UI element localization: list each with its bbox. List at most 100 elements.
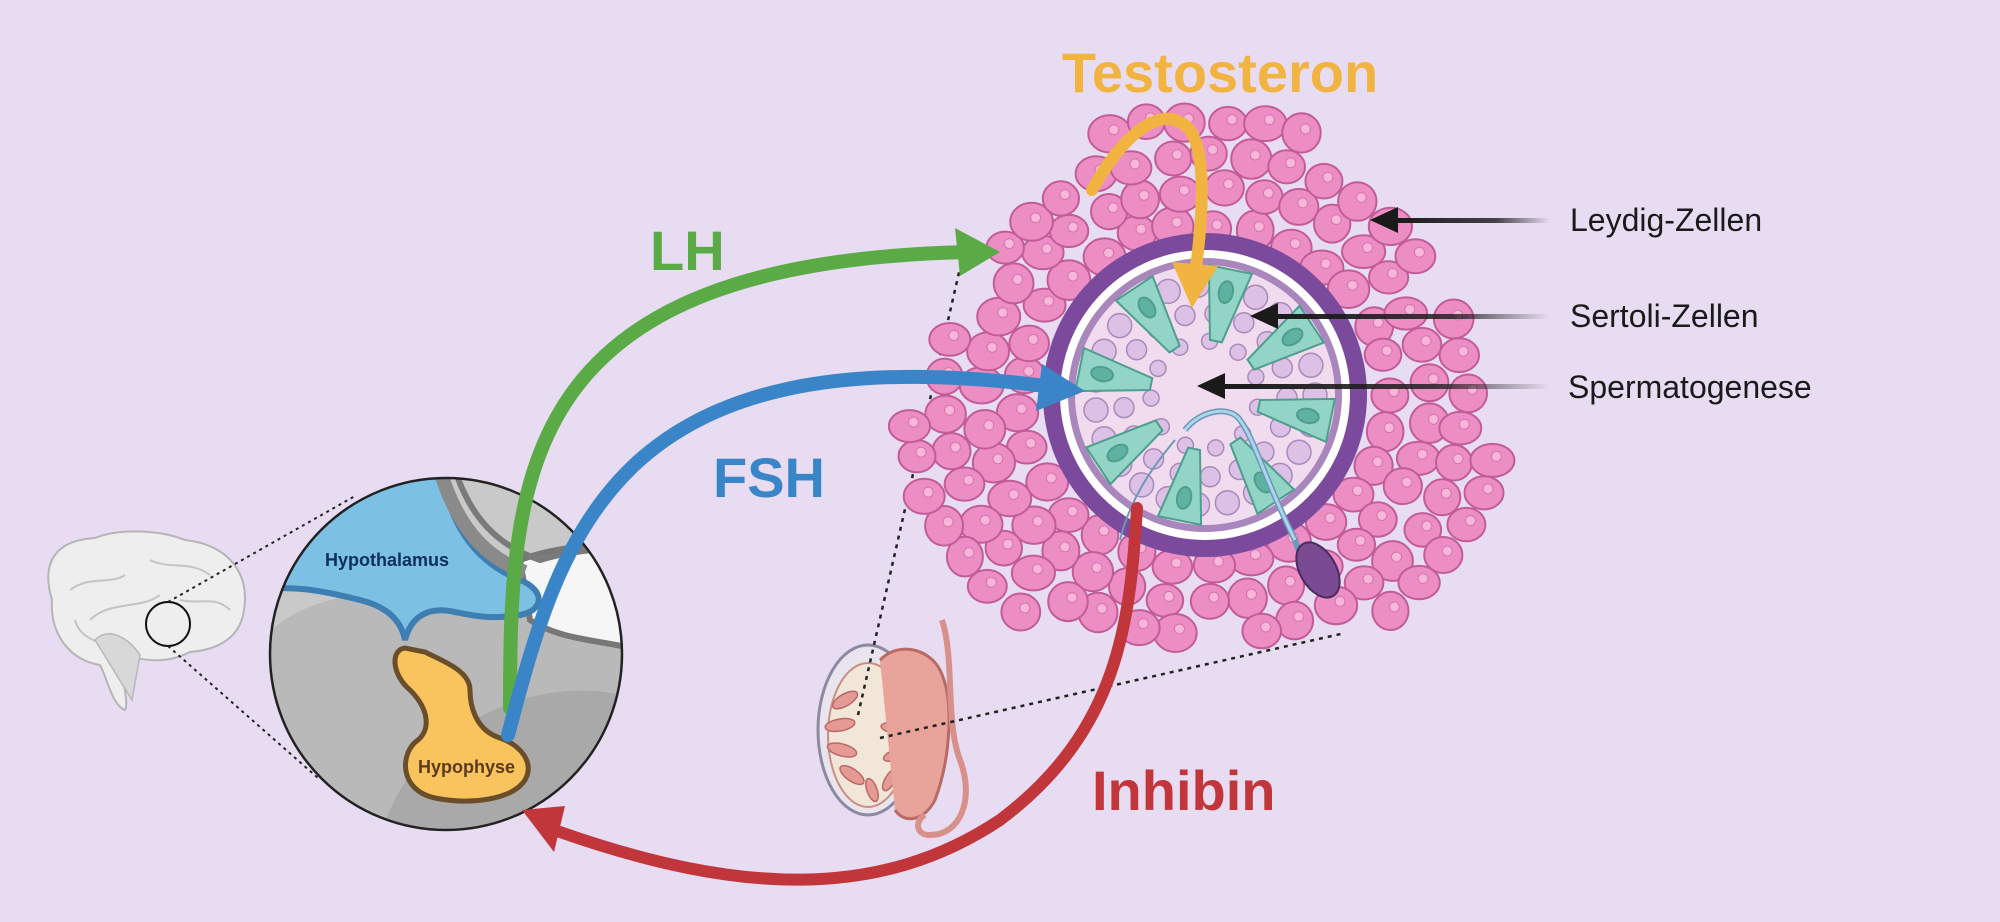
leydig-cell xyxy=(924,505,965,547)
leydig-cell-nucleus xyxy=(1211,219,1223,231)
leydig-cell xyxy=(1435,443,1473,482)
leydig-cell xyxy=(1267,149,1306,185)
leydig-cell xyxy=(1382,467,1423,506)
leydig-cell xyxy=(1022,287,1067,323)
germ-cell xyxy=(1083,397,1109,423)
leydig-cell-nucleus xyxy=(1067,221,1079,233)
leydig-cell xyxy=(1230,138,1273,180)
leydig-cell-nucleus xyxy=(1352,485,1363,497)
leydig-cell xyxy=(1009,201,1054,242)
brain-icon xyxy=(47,530,246,712)
leydig-cell xyxy=(1326,269,1371,310)
testosterone-arrow xyxy=(1086,112,1218,308)
leydig-cell-nucleus xyxy=(1129,158,1141,170)
leydig-cell xyxy=(1048,213,1090,249)
leydig-cell-nucleus xyxy=(1482,483,1494,495)
sertoli-pointer xyxy=(1250,303,1550,329)
leydig-cell-nucleus xyxy=(1262,187,1274,199)
sertoli-cells xyxy=(1073,263,1337,527)
leydig-cell-nucleus xyxy=(1002,538,1014,550)
leydig-cell xyxy=(1025,462,1070,502)
germ-cell xyxy=(1214,489,1241,516)
leydig-cell-nucleus xyxy=(908,416,919,428)
leydig-cell xyxy=(1008,324,1050,363)
leydig-cell-nucleus xyxy=(1355,192,1367,203)
leydig-cell-nucleus xyxy=(1226,114,1238,126)
leydig-cell-nucleus xyxy=(915,446,927,458)
leydig-cell xyxy=(1011,505,1057,545)
leydig-cell-nucleus xyxy=(1413,246,1425,258)
leydig-cell xyxy=(1241,612,1282,650)
leydig-cell xyxy=(1227,577,1268,619)
leydig-cell-nucleus xyxy=(1300,123,1311,135)
leydig-cell xyxy=(928,322,972,357)
leydig-cell xyxy=(1423,478,1462,517)
germ-cell xyxy=(1142,389,1160,407)
spermatogenesis-pointer xyxy=(1197,373,1550,399)
leydig-cell-nucleus xyxy=(922,486,934,498)
leydig-cell-nucleus xyxy=(1297,197,1309,209)
germ-cell xyxy=(1174,304,1196,327)
leydig-cell-nucleus xyxy=(1249,149,1261,161)
leydig-cell-nucleus xyxy=(997,307,1009,319)
leydig-cell-nucleus xyxy=(1096,603,1108,614)
leydig-cell xyxy=(966,568,1008,604)
leydig-cell-nucleus xyxy=(1391,551,1402,563)
leydig-cell xyxy=(1357,501,1398,538)
leydig-cell xyxy=(902,477,946,515)
leydig-cell-nucleus xyxy=(1293,611,1305,623)
leydig-cell-nucleus xyxy=(1330,214,1342,226)
leydig-pointer xyxy=(1370,207,1550,233)
leydig-cell xyxy=(1401,326,1443,363)
germ-cell xyxy=(1106,312,1133,339)
leydig-cell-nucleus xyxy=(1404,304,1416,315)
leydig-cell-nucleus xyxy=(1012,273,1024,285)
leydig-cell xyxy=(1463,475,1505,511)
leydig-cell-nucleus xyxy=(1388,601,1400,613)
leydig-cell-nucleus xyxy=(1059,189,1071,200)
testosterone-label: Testosteron xyxy=(1062,41,1378,104)
leydig-cell-nucleus xyxy=(1289,238,1301,250)
sertoli-cell xyxy=(1256,397,1337,444)
leydig-cell xyxy=(1189,582,1231,620)
inhibin-label: Inhibin xyxy=(1092,759,1276,822)
leydig-cell-nucleus xyxy=(1372,456,1384,468)
leydig-cell xyxy=(1353,445,1394,486)
leydig-cell xyxy=(1154,140,1193,177)
lh-label: LH xyxy=(650,219,725,282)
leydig-cell-nucleus xyxy=(1362,573,1374,585)
leydig-cell-nucleus xyxy=(1428,413,1439,425)
sertoli-cell xyxy=(1156,446,1203,527)
germ-cell xyxy=(1113,396,1135,419)
leydig-cell-nucleus xyxy=(950,441,961,453)
leydig-cell-nucleus xyxy=(1178,184,1190,196)
leydig-cell-nucleus xyxy=(1490,450,1502,462)
leydig-cell-nucleus xyxy=(1041,243,1053,255)
leydig-cell xyxy=(1336,527,1377,562)
germ-cell xyxy=(1286,439,1312,465)
leydig-cell xyxy=(1158,175,1202,213)
leydig-cell-nucleus xyxy=(1025,437,1037,449)
leydig-cell-nucleus xyxy=(948,329,960,341)
leydig-cell-nucleus xyxy=(1008,489,1020,500)
leydig-cell-nucleus xyxy=(1027,333,1039,345)
leydig-cell xyxy=(1041,180,1081,217)
leydig-cell xyxy=(1313,203,1352,244)
sertoli-nucleus xyxy=(1281,327,1304,347)
leydig-cell-nucleus xyxy=(1334,595,1346,607)
leydig-cell-nucleus xyxy=(1223,178,1234,190)
leydig-cell-nucleus xyxy=(992,453,1004,465)
spermatogenesis-label: Spermatogenese xyxy=(1568,369,1812,405)
inhibin-arrow xyxy=(522,502,1143,886)
leydig-cell-nucleus xyxy=(1320,258,1332,270)
sertoli-cells-label: Sertoli-Zellen xyxy=(1570,298,1759,334)
leydig-cell xyxy=(1208,105,1248,142)
leydig-cell-nucleus xyxy=(986,341,998,353)
leydig-cell-nucleus xyxy=(1250,549,1261,561)
leydig-cell-nucleus xyxy=(1135,223,1147,235)
leydig-cell xyxy=(924,394,967,434)
leydig-cell-nucleus xyxy=(942,516,954,528)
leydig-cell-nucleus xyxy=(1324,512,1336,524)
leydig-cell xyxy=(963,409,1007,450)
